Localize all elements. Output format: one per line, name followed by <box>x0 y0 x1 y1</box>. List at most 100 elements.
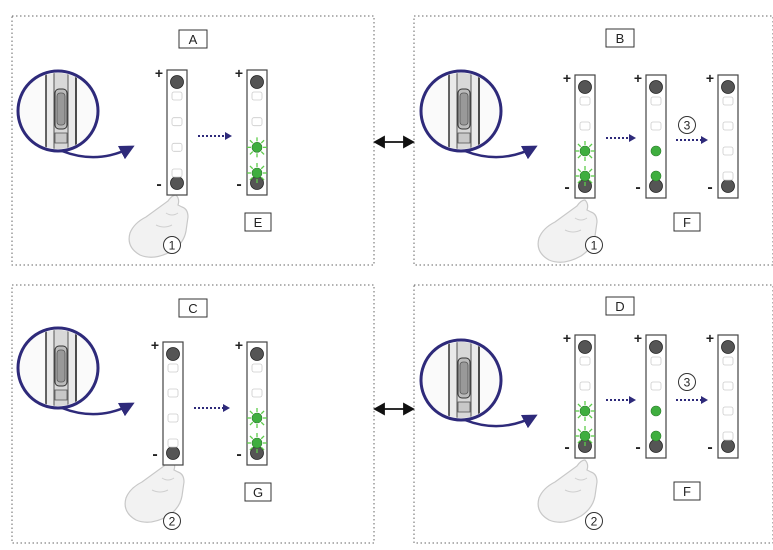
led-ray <box>260 139 265 144</box>
result-label: E <box>254 215 263 230</box>
zoom-device-detail <box>45 330 77 406</box>
minus-sign: - <box>635 179 640 196</box>
led-off <box>722 146 734 156</box>
led-glow <box>247 137 267 158</box>
strip-frame <box>574 334 596 459</box>
plus-button <box>649 80 663 94</box>
panel-d: D+-+-3+-2F <box>419 296 739 530</box>
led-off <box>579 381 591 391</box>
led-off <box>579 121 591 131</box>
led-on <box>650 170 662 182</box>
dotted-arrow-head <box>223 404 230 412</box>
plus-button <box>250 347 264 361</box>
panel-label-box <box>178 29 208 49</box>
plus-button <box>649 340 663 354</box>
zoom-circle-device-icon <box>419 69 538 160</box>
led-ray <box>588 168 593 173</box>
minus-sign: - <box>707 439 712 456</box>
plus-sign: + <box>706 330 714 346</box>
plus-sign: + <box>235 65 243 81</box>
led-ray <box>577 143 582 148</box>
led-glow <box>575 401 595 421</box>
strip-frame <box>645 74 667 199</box>
led-on <box>579 170 591 182</box>
step-number-circle <box>678 116 696 134</box>
device-block <box>457 401 471 413</box>
zoom-pointer-arrow <box>61 402 135 417</box>
hand-crease <box>155 224 173 228</box>
led-off <box>650 381 662 391</box>
led-on <box>251 437 263 449</box>
plus-sign: + <box>634 330 642 346</box>
led-ray <box>577 414 582 419</box>
led-off <box>171 117 183 127</box>
plus-button <box>578 340 592 354</box>
hand-crease <box>574 217 588 221</box>
strip-frame <box>246 69 268 196</box>
led-off <box>722 431 734 441</box>
panel-a-border <box>11 15 375 266</box>
led-off <box>722 356 734 366</box>
led-ray <box>588 143 593 148</box>
button-strip: +- <box>634 330 667 459</box>
zoom-circle-device-icon <box>419 338 538 429</box>
led-off <box>167 413 179 423</box>
device-slot-inner <box>56 349 66 383</box>
plus-sign: + <box>235 337 243 353</box>
result-label: F <box>683 484 691 499</box>
led-glow <box>575 166 595 186</box>
led-glow <box>247 163 267 183</box>
led-ray <box>577 439 582 444</box>
led-glow <box>575 141 595 161</box>
button-strip: +- <box>634 70 667 199</box>
step-number-circle <box>585 512 603 530</box>
led-on <box>251 412 263 424</box>
led-ray <box>249 410 254 415</box>
led-on <box>579 145 591 157</box>
step-number: 3 <box>684 119 691 133</box>
led-ray <box>588 428 593 433</box>
button-strip: +- <box>235 65 268 196</box>
result-label-box <box>673 481 701 501</box>
zoom-pointer-arrow <box>464 414 538 429</box>
led-off <box>650 121 662 131</box>
zoom-pointer-arrow <box>464 145 538 160</box>
minus-sign: - <box>564 439 569 456</box>
led-off <box>251 388 263 398</box>
led-ray <box>577 168 582 173</box>
button-strip: +- <box>563 70 596 199</box>
strip-frame <box>645 334 667 459</box>
plus-button <box>721 340 735 354</box>
led-off <box>251 363 263 373</box>
led-off <box>722 96 734 106</box>
panel-label: B <box>616 31 625 46</box>
double-arrow-icon <box>373 135 415 149</box>
led-ray <box>577 179 582 184</box>
led-ray <box>249 435 254 440</box>
button-strip: +- <box>706 70 739 199</box>
plus-button <box>721 80 735 94</box>
led-ray <box>588 414 593 419</box>
led-off <box>579 96 591 106</box>
minus-sign: - <box>564 179 569 196</box>
step-number: 3 <box>684 376 691 390</box>
device-block <box>54 389 68 401</box>
led-off <box>650 356 662 366</box>
result-label: G <box>253 485 263 500</box>
button-strip: +- <box>235 337 268 466</box>
led-off <box>722 171 734 181</box>
led-off <box>167 363 179 373</box>
led-off <box>171 142 183 152</box>
led-off <box>251 117 263 127</box>
panel-label-box <box>605 296 635 316</box>
button-strip: +- <box>155 65 188 196</box>
panel-b: B+-+-3+-1F <box>419 28 739 263</box>
step-number: 2 <box>591 515 598 529</box>
hand-crease <box>564 229 582 233</box>
zoom-circle-device-icon <box>16 326 135 417</box>
led-glow <box>247 408 267 428</box>
panel-label: D <box>615 299 624 314</box>
strip-frame <box>717 334 739 459</box>
plus-sign: + <box>155 65 163 81</box>
